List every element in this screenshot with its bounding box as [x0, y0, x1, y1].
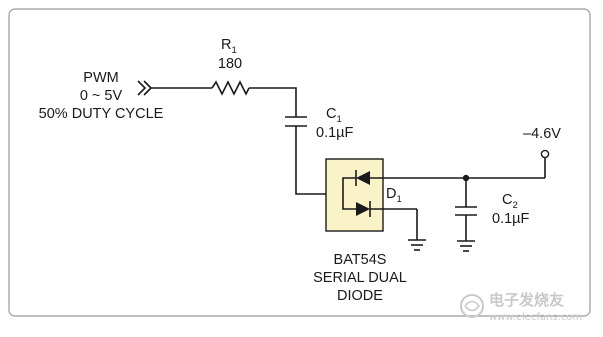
c2-value-label: 0.1µF — [492, 211, 530, 227]
ground-d1-icon — [408, 239, 426, 251]
wire-r1-to-c1 — [249, 87, 297, 117]
diode-d1-package — [325, 158, 384, 232]
diode-d1-lower-symbol — [356, 201, 417, 217]
ground-c2-icon — [457, 240, 475, 252]
input-pwm-label: PWM — [83, 70, 118, 86]
d1-part-label: BAT54S — [334, 252, 387, 268]
diode-d1-internal-left — [342, 177, 356, 210]
watermark-logo: 电子发烧友 www.elecfans.com — [460, 291, 582, 323]
d1-desc-line1: SERIAL DUAL — [313, 270, 407, 286]
r1-value-label: 180 — [218, 56, 242, 72]
output-terminal-icon — [540, 149, 550, 159]
resistor-r1-symbol — [211, 80, 250, 96]
d1-desc-line2: DIODE — [337, 288, 383, 304]
diode-d1-upper-symbol — [355, 170, 392, 186]
c1-ref-label: C1 — [326, 106, 342, 125]
watermark-cn-text: 电子发烧友 — [489, 291, 564, 309]
output-voltage-label: –4.6V — [523, 126, 561, 142]
d1-ref-label: D1 — [386, 186, 402, 205]
r1-ref-label: R1 — [221, 37, 237, 56]
input-range-label: 0 ~ 5V — [80, 88, 123, 104]
watermark-url-text: www.elecfans.com — [489, 312, 582, 323]
watermark-logo-icon — [460, 294, 484, 318]
input-connector-icon — [137, 80, 153, 96]
c2-ref-label: C2 — [502, 192, 518, 211]
input-duty-cycle-label: 50% DUTY CYCLE — [39, 106, 164, 122]
figure-frame — [8, 8, 591, 317]
c1-value-label: 0.1µF — [316, 125, 354, 141]
